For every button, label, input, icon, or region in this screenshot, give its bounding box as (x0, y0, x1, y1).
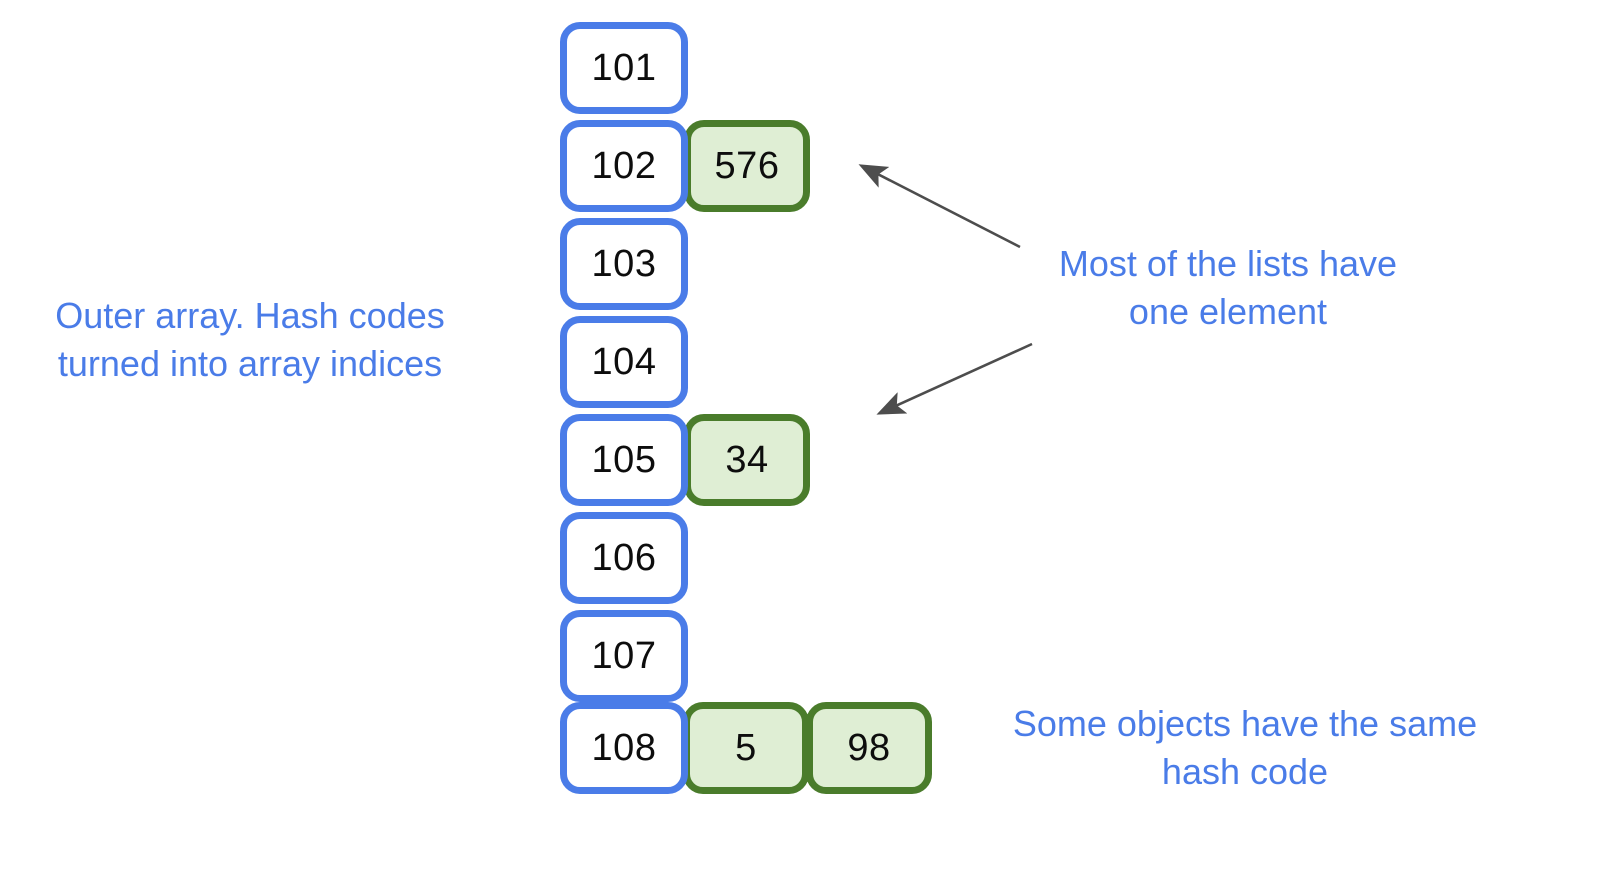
bucket-element-108-0[interactable]: 5 (683, 702, 809, 794)
annotation-single-element: Most of the lists have one element (1058, 243, 1398, 332)
array-slot-label: 104 (591, 341, 657, 383)
bucket-element-108-1[interactable]: 98 (806, 702, 932, 794)
array-slot-label: 101 (591, 47, 657, 89)
arrow-to-single-element-576 (858, 164, 1021, 249)
bucket-element-label: 34 (725, 439, 769, 481)
array-slot-103[interactable]: 103 (560, 218, 688, 310)
annotation-outer-array: Outer array. Hash codes turned into arra… (55, 295, 445, 384)
array-slot-label: 105 (591, 439, 657, 481)
array-slot-label: 106 (591, 537, 657, 579)
bucket-element-102-0[interactable]: 576 (684, 120, 810, 212)
array-slot-label: 107 (591, 635, 657, 677)
arrow-to-single-element-34 (876, 342, 1033, 415)
array-slot-102[interactable]: 102 (560, 120, 688, 212)
bucket-element-105-0[interactable]: 34 (684, 414, 810, 506)
array-slot-label: 108 (591, 727, 657, 769)
bucket-element-label: 576 (714, 145, 780, 187)
array-slot-105[interactable]: 105 (560, 414, 688, 506)
array-slot-104[interactable]: 104 (560, 316, 688, 408)
annotation-collision: Some objects have the same hash code (1012, 703, 1478, 792)
array-slot-label: 102 (591, 145, 657, 187)
bucket-element-label: 98 (847, 727, 891, 769)
bucket-element-label: 5 (735, 727, 757, 769)
array-slot-107[interactable]: 107 (560, 610, 688, 702)
array-slot-108[interactable]: 108 (560, 702, 688, 794)
array-slot-label: 103 (591, 243, 657, 285)
array-slot-106[interactable]: 106 (560, 512, 688, 604)
array-slot-101[interactable]: 101 (560, 22, 688, 114)
